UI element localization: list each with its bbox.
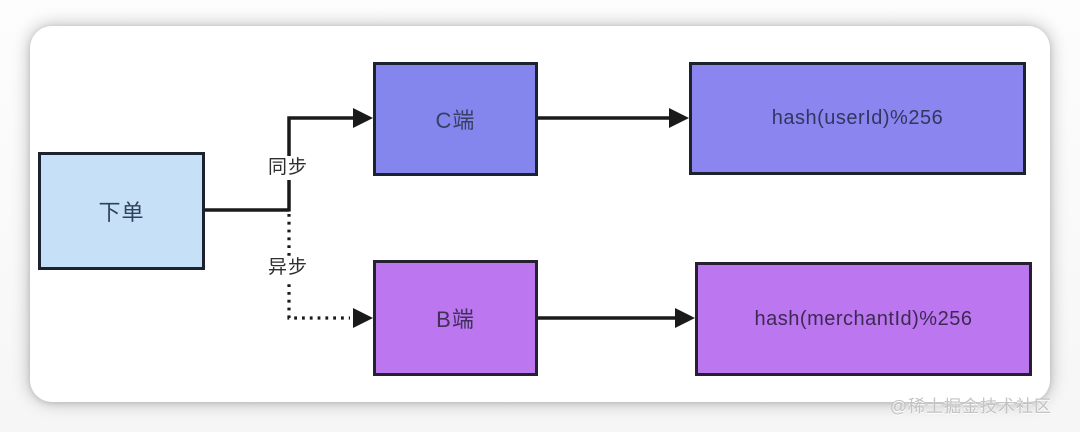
- node-merchant-hash-label: hash(merchantId)%256: [754, 307, 973, 330]
- watermark-text: @稀土掘金技术社区: [889, 397, 1052, 416]
- node-merchant-hash: hash(merchantId)%256: [695, 262, 1032, 376]
- node-c-side: C端: [373, 62, 538, 176]
- node-order: 下单: [38, 152, 205, 270]
- node-order-label: 下单: [98, 200, 145, 225]
- node-b-side: B端: [373, 260, 538, 376]
- node-user-hash: hash(userId)%256: [689, 62, 1026, 175]
- node-c-side-label: C端: [435, 108, 476, 133]
- edge-label-async: 异步: [266, 256, 311, 280]
- node-user-hash-label: hash(userId)%256: [771, 107, 944, 129]
- edge-label-sync: 同步: [266, 156, 311, 180]
- node-b-side-label: B端: [436, 307, 475, 332]
